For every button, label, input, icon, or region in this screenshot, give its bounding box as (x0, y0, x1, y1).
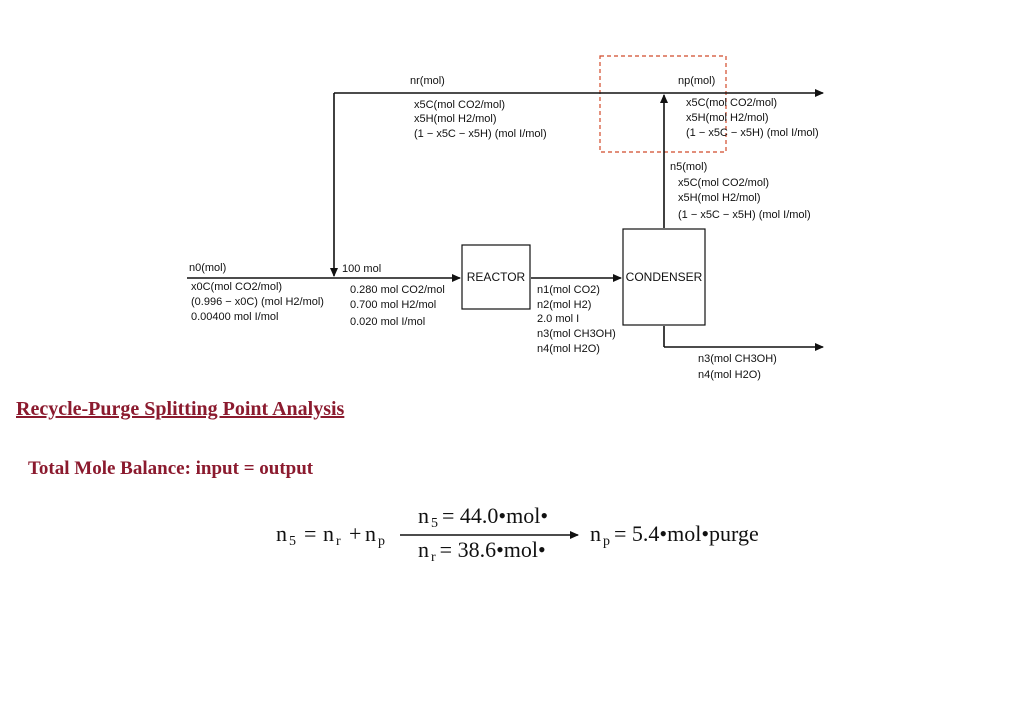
feed-comp-2: (0.996 − x0C) (mol H2/mol) (191, 296, 324, 308)
mix-flow-label: 100 mol (342, 263, 381, 275)
purge-comp-2: x5H(mol H2/mol) (686, 112, 769, 124)
feed-comp-1: x0C(mol CO2/mol) (191, 281, 282, 293)
reactor-out-4: n3(mol CH3OH) (537, 328, 616, 340)
purge-comp-1: x5C(mol CO2/mol) (686, 97, 777, 109)
reactor-out-1: n1(mol CO2) (537, 284, 600, 296)
purge-flow-label: np(mol) (678, 75, 715, 87)
subtitle: Total Mole Balance: input = output (28, 458, 314, 479)
feed-comp-3: 0.00400 mol I/mol (191, 311, 278, 323)
n5-comp-1: x5C(mol CO2/mol) (678, 177, 769, 189)
recycle-comp-1: x5C(mol CO2/mol) (414, 99, 505, 111)
recycle-comp-2: x5H(mol H2/mol) (414, 113, 497, 125)
reactor-out-3: 2.0 mol I (537, 313, 579, 325)
condenser-box (622, 228, 706, 326)
reactor-label: REACTOR (467, 270, 526, 284)
recycle-comp-3: (1 − x5C − x5H) (mol I/mol) (414, 128, 547, 140)
reactor-out-5: n4(mol H2O) (537, 343, 600, 355)
mix-comp-3: 0.020 mol I/mol (350, 316, 425, 328)
eq-plus: + (349, 521, 361, 546)
section-title: Recycle-Purge Splitting Point Analysis (16, 398, 345, 420)
condenser-label: CONDENSER (626, 270, 703, 284)
mix-comp-1: 0.280 mol CO2/mol (350, 284, 445, 296)
splitting-point-box (599, 55, 727, 153)
mix-comp-2: 0.700 mol H2/mol (350, 299, 436, 311)
recycle-flow-label: nr(mol) (410, 75, 445, 87)
product-out-1: n3(mol CH3OH) (698, 353, 777, 365)
reactor-box (461, 244, 531, 310)
reactor-out-2: n2(mol H2) (537, 299, 591, 311)
n5-flow-label: n5(mol) (670, 161, 707, 173)
product-out-2: n4(mol H2O) (698, 369, 761, 381)
feed-flow-label: n0(mol) (189, 262, 226, 274)
eq-equals: = (304, 521, 316, 546)
purge-comp-3: (1 − x5C − x5H) (mol I/mol) (686, 127, 819, 139)
n5-comp-3: (1 − x5C − x5H) (mol I/mol) (678, 209, 811, 221)
n5-comp-2: x5H(mol H2/mol) (678, 192, 761, 204)
